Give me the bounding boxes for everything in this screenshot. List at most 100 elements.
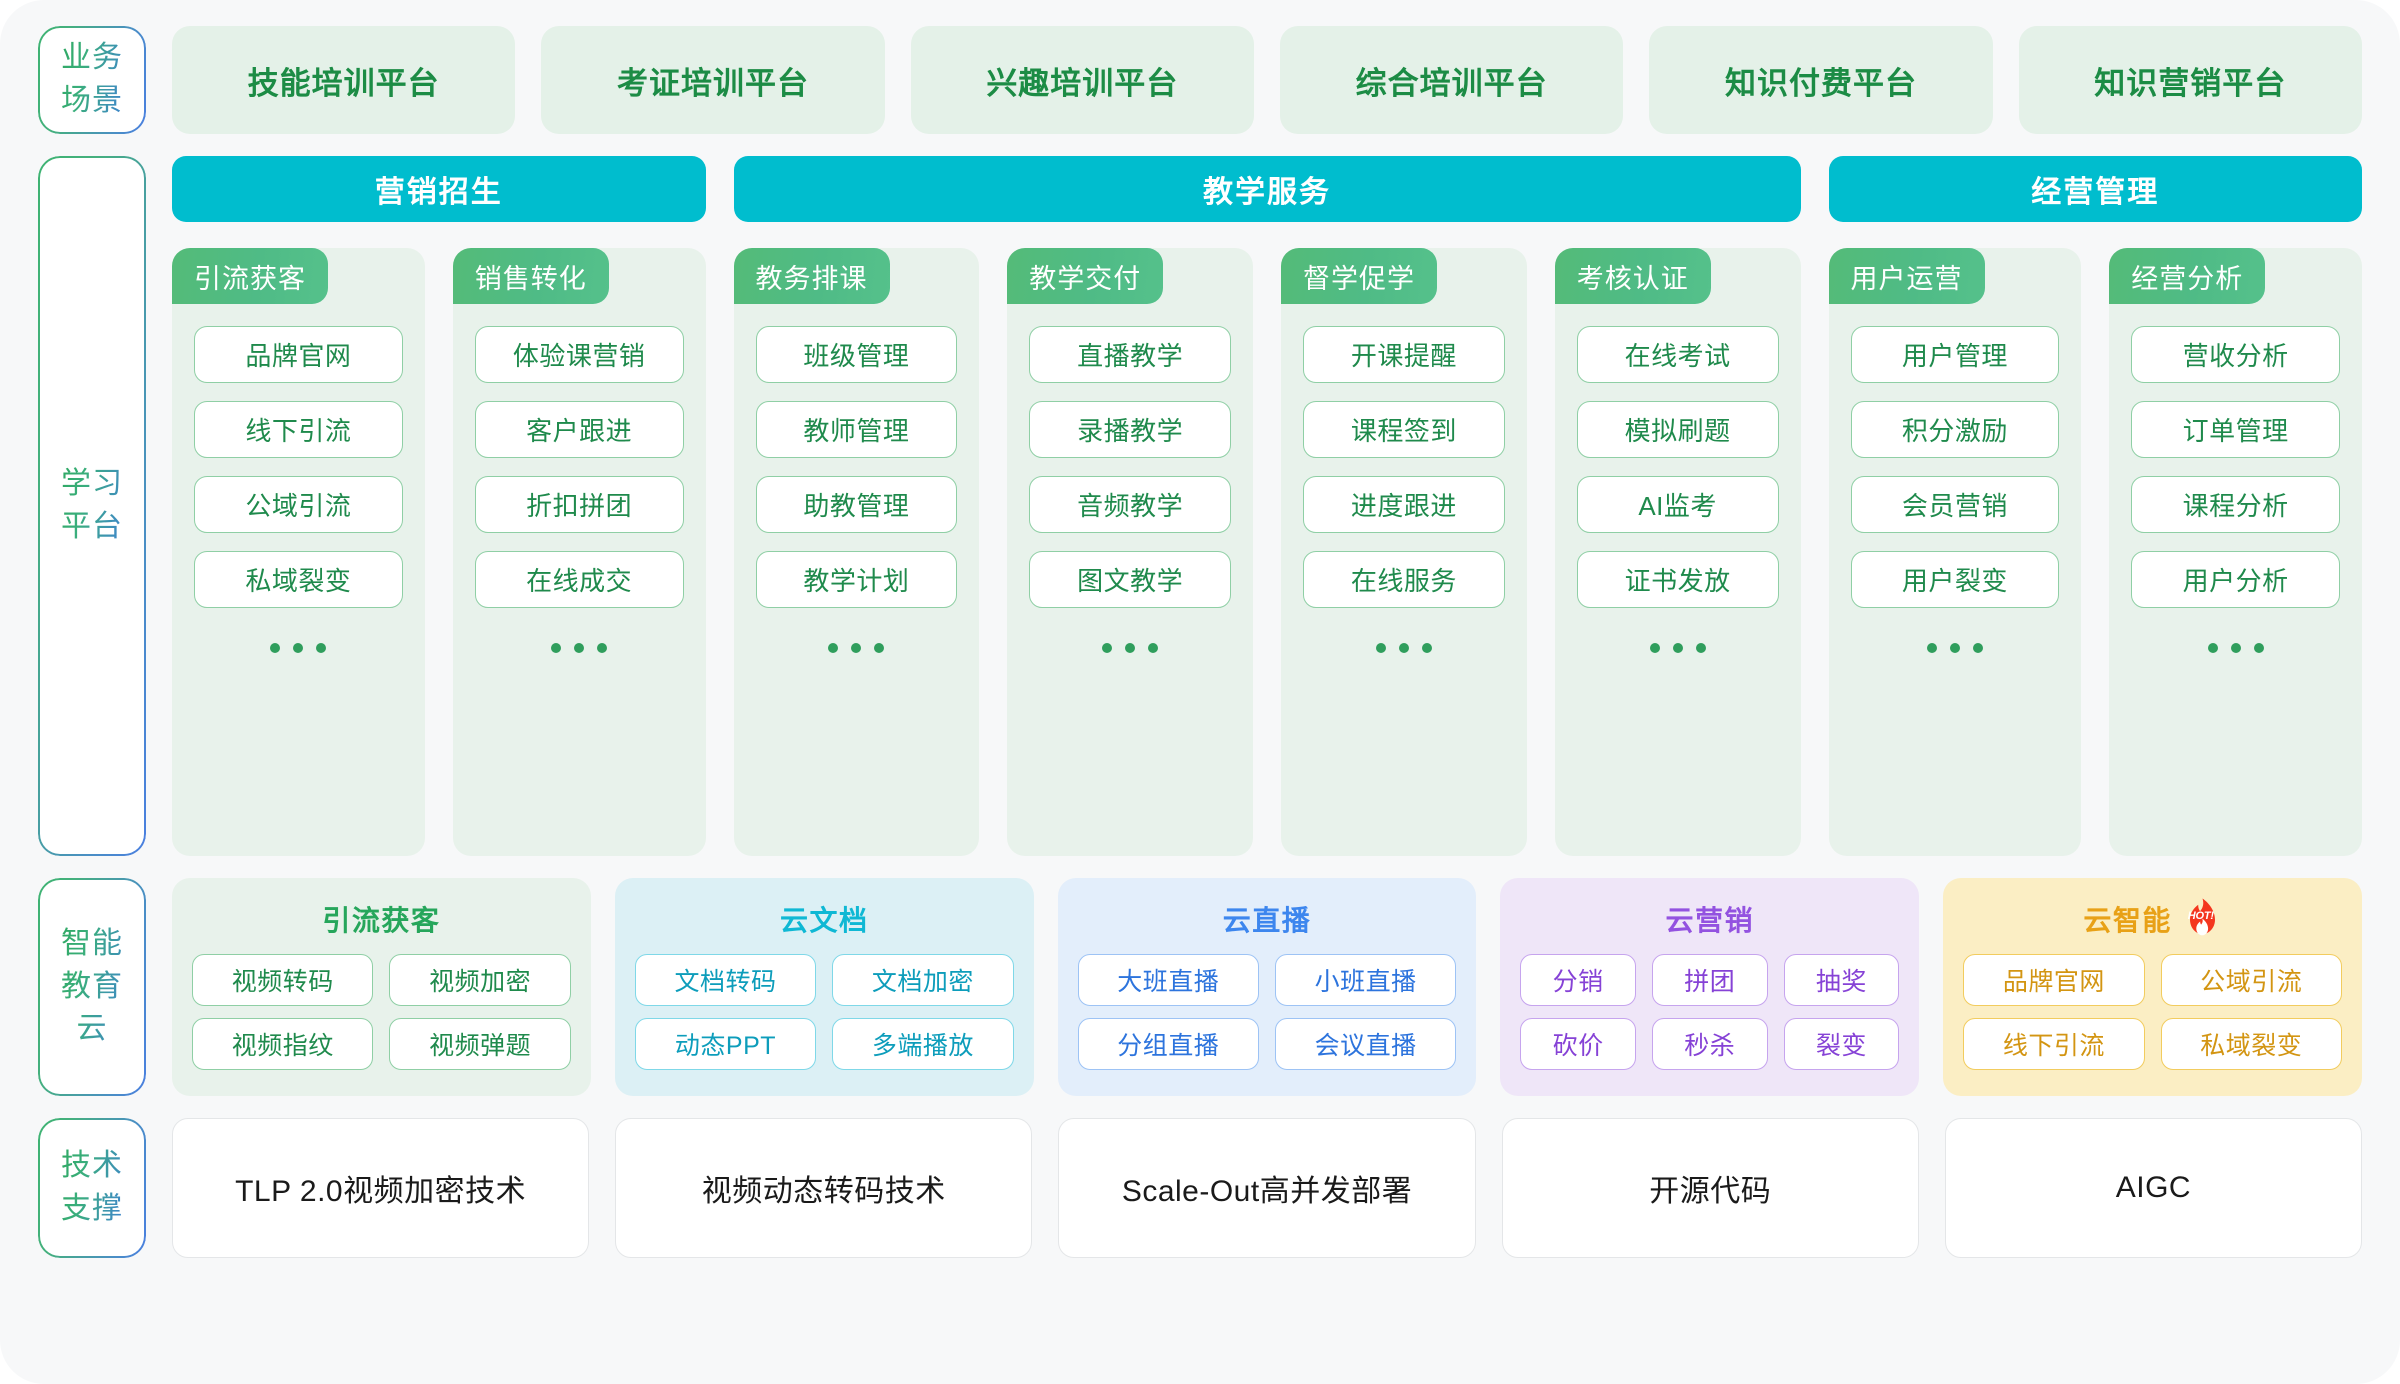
platform-feature-pill[interactable]: 品牌官网 — [194, 326, 403, 383]
flame-icon — [2189, 898, 2215, 936]
platform-feature-pill[interactable]: 私域裂变 — [194, 551, 403, 608]
platform-feature-pill[interactable]: 用户裂变 — [1850, 551, 2060, 608]
cloud-feature-pill[interactable]: 拼团 — [1651, 954, 1768, 1006]
more-dots-icon[interactable] — [1649, 636, 1706, 660]
more-dots-icon[interactable] — [2207, 636, 2264, 660]
platform-feature-pill[interactable]: 进度跟进 — [1303, 476, 1505, 533]
platform-feature-pill[interactable]: 公域引流 — [194, 476, 403, 533]
business-scenario-card[interactable]: 考证培训平台 — [541, 26, 885, 134]
cloud-feature-pill[interactable]: 大班直播 — [1077, 954, 1259, 1006]
platform-feature-pill[interactable]: 证书发放 — [1576, 551, 1779, 608]
platform-feature-pill[interactable]: 会员营销 — [1850, 476, 2060, 533]
platform-feature-pill[interactable]: 班级管理 — [755, 326, 958, 383]
platform-column-tag[interactable]: 销售转化 — [452, 248, 609, 304]
cloud-service-title-text: 引流获客 — [322, 905, 441, 936]
cloud-feature-pill[interactable]: 视频弹题 — [389, 1018, 571, 1070]
tech-support-card[interactable]: 视频动态转码技术 — [615, 1118, 1033, 1258]
cloud-feature-grid: 品牌官网公域引流线下引流私域裂变 — [1963, 954, 2342, 1070]
platform-column-tag[interactable]: 教学交付 — [1007, 248, 1164, 304]
platform-feature-pill[interactable]: 用户分析 — [2131, 551, 2340, 608]
platform-group-header[interactable]: 教学服务 — [733, 156, 1801, 222]
business-scenario-card[interactable]: 知识营销平台 — [2018, 26, 2362, 134]
tech-support-card[interactable]: 开源代码 — [1501, 1118, 1919, 1258]
platform-column-tag[interactable]: 用户运营 — [1828, 248, 1985, 304]
platform-feature-pill[interactable]: 用户管理 — [1850, 326, 2060, 383]
cloud-feature-pill[interactable]: 小班直播 — [1274, 954, 1457, 1006]
more-dots-icon[interactable] — [1102, 636, 1159, 660]
cloud-feature-pill[interactable]: 动态PPT — [634, 1018, 817, 1070]
more-dots-icon[interactable] — [828, 636, 885, 660]
platform-feature-pill[interactable]: 模拟刷题 — [1576, 401, 1779, 458]
platform-column-tag[interactable]: 教务排课 — [733, 248, 890, 304]
cloud-service-card: 云营销分销拼团抽奖砍价秒杀裂变 — [1500, 878, 1920, 1096]
platform-feature-pill[interactable]: 在线服务 — [1303, 551, 1505, 608]
platform-feature-pill[interactable]: 营收分析 — [2131, 326, 2340, 383]
business-scenario-card[interactable]: 兴趣培训平台 — [910, 26, 1254, 134]
platform-feature-pill[interactable]: 直播教学 — [1029, 326, 1231, 383]
more-dots-icon[interactable] — [1375, 636, 1432, 660]
cloud-feature-pill[interactable]: 分组直播 — [1077, 1018, 1259, 1070]
platform-feature-pill[interactable]: 折扣拼团 — [474, 476, 684, 533]
platform-feature-pill[interactable]: 体验课营销 — [474, 326, 684, 383]
platform-feature-pill[interactable]: 课程签到 — [1303, 401, 1505, 458]
business-scenario-card[interactable]: 知识付费平台 — [1649, 26, 1993, 134]
business-scenario-card[interactable]: 综合培训平台 — [1279, 26, 1624, 134]
cloud-feature-pill[interactable]: 文档加密 — [832, 954, 1014, 1006]
tech-support-card[interactable]: TLP 2.0视频加密技术 — [172, 1118, 590, 1258]
cloud-feature-pill[interactable]: 裂变 — [1783, 1018, 1900, 1070]
platform-group-columns: 引流获客品牌官网线下引流公域引流私域裂变 销售转化体验课营销客户跟进折扣拼团在线成… — [172, 248, 706, 856]
platform-feature-pill[interactable]: 积分激励 — [1850, 401, 2060, 458]
platform-feature-pill[interactable]: AI监考 — [1576, 476, 1779, 533]
business-scenario-card[interactable]: 技能培训平台 — [172, 26, 516, 134]
platform-column: 用户运营用户管理积分激励会员营销用户裂变 — [1828, 248, 2082, 856]
cloud-service-title: 云营销 — [1666, 900, 1755, 938]
cloud-feature-pill[interactable]: 抽奖 — [1783, 954, 1900, 1006]
more-dots-icon[interactable] — [1926, 636, 1983, 660]
cloud-feature-pill[interactable]: 多端播放 — [832, 1018, 1014, 1070]
cloud-feature-pill[interactable]: 品牌官网 — [1963, 954, 2145, 1006]
cloud-service-card: 引流获客视频转码视频加密视频指纹视频弹题 — [172, 878, 591, 1096]
platform-column-tag[interactable]: 考核认证 — [1554, 248, 1711, 304]
platform-feature-pill[interactable]: 录播教学 — [1029, 401, 1231, 458]
platform-column: 经营分析营收分析订单管理课程分析用户分析 — [2109, 248, 2362, 856]
cloud-feature-pill[interactable]: 私域裂变 — [2160, 1018, 2342, 1070]
cloud-feature-pill[interactable]: 公域引流 — [2160, 954, 2342, 1006]
tech-support-card[interactable]: AIGC — [1944, 1118, 2363, 1258]
platform-column-tag[interactable]: 经营分析 — [2109, 248, 2266, 304]
platform-feature-pill[interactable]: 图文教学 — [1029, 551, 1231, 608]
cloud-feature-pill[interactable]: 视频指纹 — [192, 1018, 374, 1070]
cloud-feature-pill[interactable]: 视频转码 — [192, 954, 374, 1006]
platform-feature-pill[interactable]: 开课提醒 — [1303, 326, 1505, 383]
cloud-feature-pill[interactable]: 会议直播 — [1274, 1018, 1457, 1070]
platform-feature-pill[interactable]: 教学计划 — [755, 551, 958, 608]
platform-column-tag[interactable]: 督学促学 — [1281, 248, 1437, 304]
platform-group-header[interactable]: 经营管理 — [1828, 156, 2362, 222]
more-dots-icon[interactable] — [551, 636, 608, 660]
platform-feature-pill[interactable]: 客户跟进 — [474, 401, 684, 458]
row-label-learning-platform-text: 学习 平台 — [61, 463, 123, 548]
platform-feature-pill[interactable]: 音频教学 — [1029, 476, 1231, 533]
platform-feature-pill[interactable]: 在线考试 — [1576, 326, 1779, 383]
cloud-feature-pill[interactable]: 线下引流 — [1963, 1018, 2145, 1070]
platform-column: 督学促学开课提醒课程签到进度跟进在线服务 — [1281, 248, 1527, 856]
more-dots-icon[interactable] — [270, 636, 327, 660]
cloud-feature-pill[interactable]: 分销 — [1520, 954, 1636, 1006]
cloud-feature-pill[interactable]: 文档转码 — [634, 954, 817, 1006]
platform-feature-pill[interactable]: 订单管理 — [2131, 401, 2340, 458]
platform-group-header[interactable]: 营销招生 — [172, 156, 706, 222]
platform-feature-pill[interactable]: 线下引流 — [194, 401, 403, 458]
cloud-feature-pill[interactable]: 视频加密 — [389, 954, 571, 1006]
platform-group: 经营管理用户运营用户管理积分激励会员营销用户裂变经营分析营收分析订单管理课程分析… — [1828, 156, 2362, 856]
platform-feature-pill[interactable]: 在线成交 — [474, 551, 684, 608]
platform-feature-pill[interactable]: 课程分析 — [2131, 476, 2340, 533]
platform-feature-pill[interactable]: 教师管理 — [755, 401, 958, 458]
cloud-feature-pill[interactable]: 砍价 — [1520, 1018, 1636, 1070]
platform-feature-pill[interactable]: 助教管理 — [755, 476, 958, 533]
learning-platform-groups: 营销招生引流获客品牌官网线下引流公域引流私域裂变 销售转化体验课营销客户跟进折扣拼… — [172, 156, 2362, 856]
platform-column-tag[interactable]: 引流获客 — [172, 248, 328, 304]
tech-support-card[interactable]: Scale-Out高并发部署 — [1058, 1118, 1476, 1258]
cloud-feature-pill[interactable]: 秒杀 — [1651, 1018, 1768, 1070]
